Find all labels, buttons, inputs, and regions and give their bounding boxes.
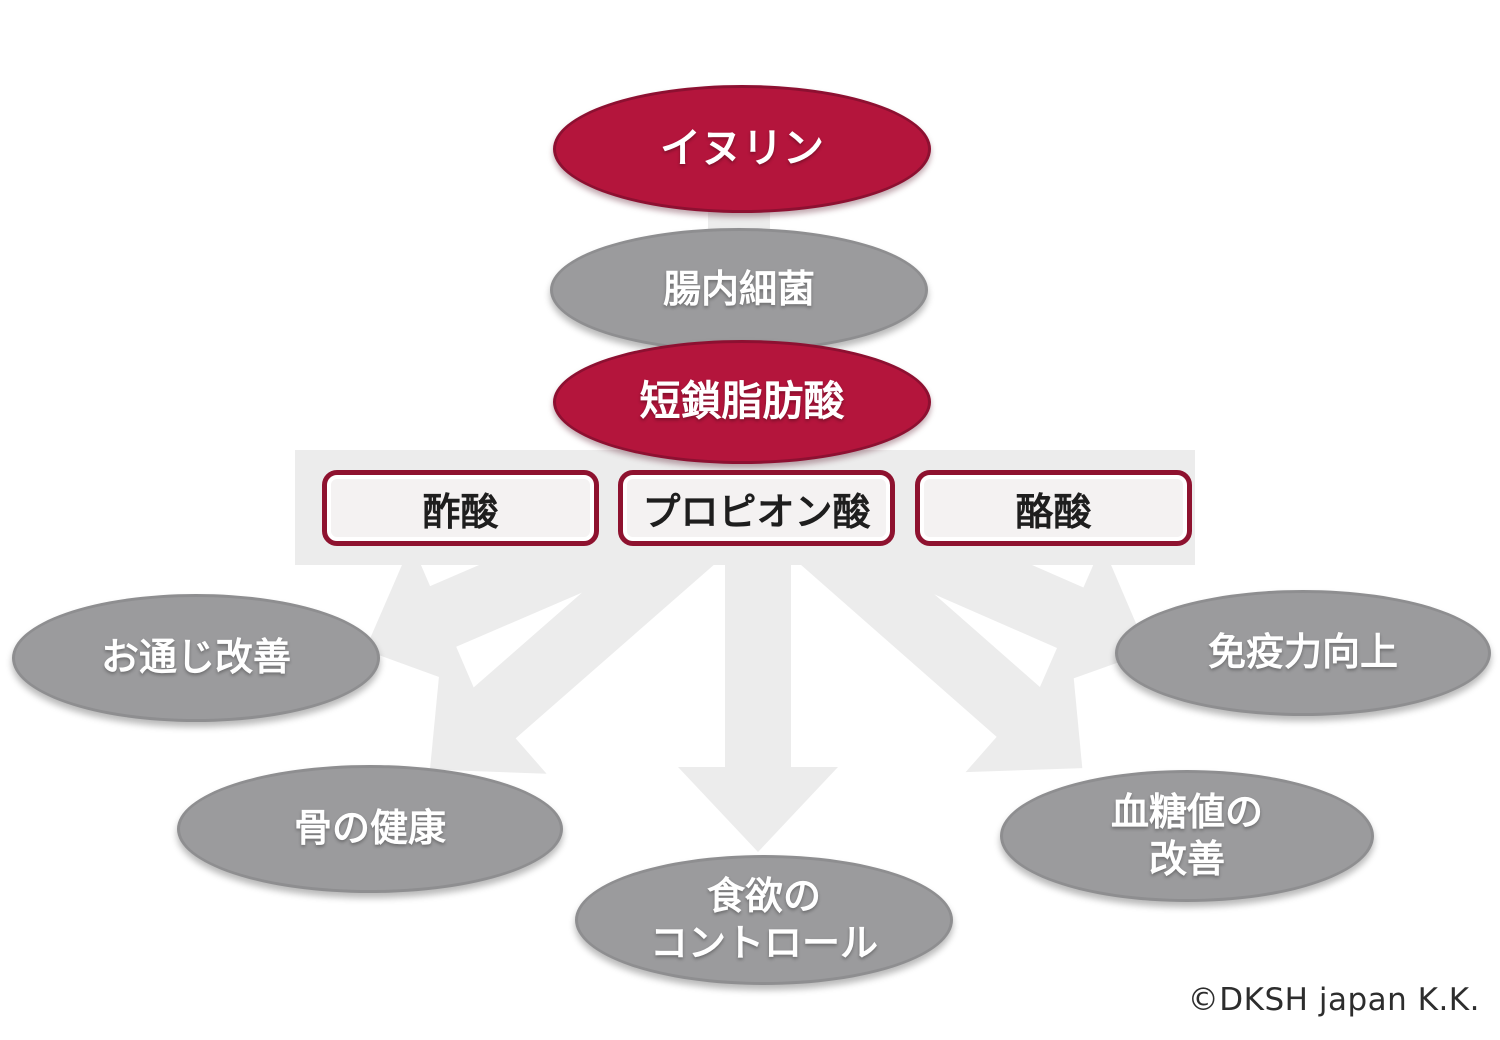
- outcome-bowel-improvement: お通じ改善: [12, 594, 380, 722]
- node-gut-bacteria-label: 腸内細菌: [662, 267, 815, 312]
- outcome-appetite-control-label2: コントロール: [649, 921, 878, 965]
- copyright-notice: ©DKSH japan K.K.: [1187, 982, 1480, 1018]
- outcome-blood-sugar-improvement: 血糖値の 改善: [1000, 770, 1374, 902]
- outcome-immunity-boost: 免疫力向上: [1115, 590, 1491, 716]
- outcome-immunity-boost-label: 免疫力向上: [1207, 630, 1398, 675]
- node-gut-bacteria: 腸内細菌: [550, 228, 928, 352]
- acid-box-propionic-label: プロピオン酸: [642, 489, 871, 534]
- node-short-chain-fatty-acids: 短鎖脂肪酸: [553, 340, 931, 464]
- outcome-appetite-control-label: 食欲の: [706, 873, 821, 918]
- outcome-blood-sugar-label2: 改善: [1148, 837, 1225, 881]
- acid-box-acetic-label: 酢酸: [422, 489, 499, 534]
- acid-box-propionic: プロピオン酸: [618, 470, 895, 546]
- node-inulin: イヌリン: [553, 85, 931, 213]
- arrow-to-appetite-control: [678, 490, 838, 852]
- node-scfa-label: 短鎖脂肪酸: [639, 377, 845, 426]
- outcome-appetite-control: 食欲の コントロール: [575, 855, 953, 985]
- acid-box-butyric: 酪酸: [915, 470, 1192, 546]
- outcome-bone-health: 骨の健康: [177, 765, 563, 893]
- acid-box-acetic: 酢酸: [322, 470, 599, 546]
- outcome-bone-health-label: 骨の健康: [293, 806, 446, 851]
- node-inulin-label: イヌリン: [660, 124, 824, 173]
- outcome-blood-sugar-label: 血糖値の: [1110, 789, 1263, 834]
- outcome-bowel-improvement-label: お通じ改善: [100, 635, 291, 680]
- acid-box-butyric-label: 酪酸: [1015, 489, 1092, 534]
